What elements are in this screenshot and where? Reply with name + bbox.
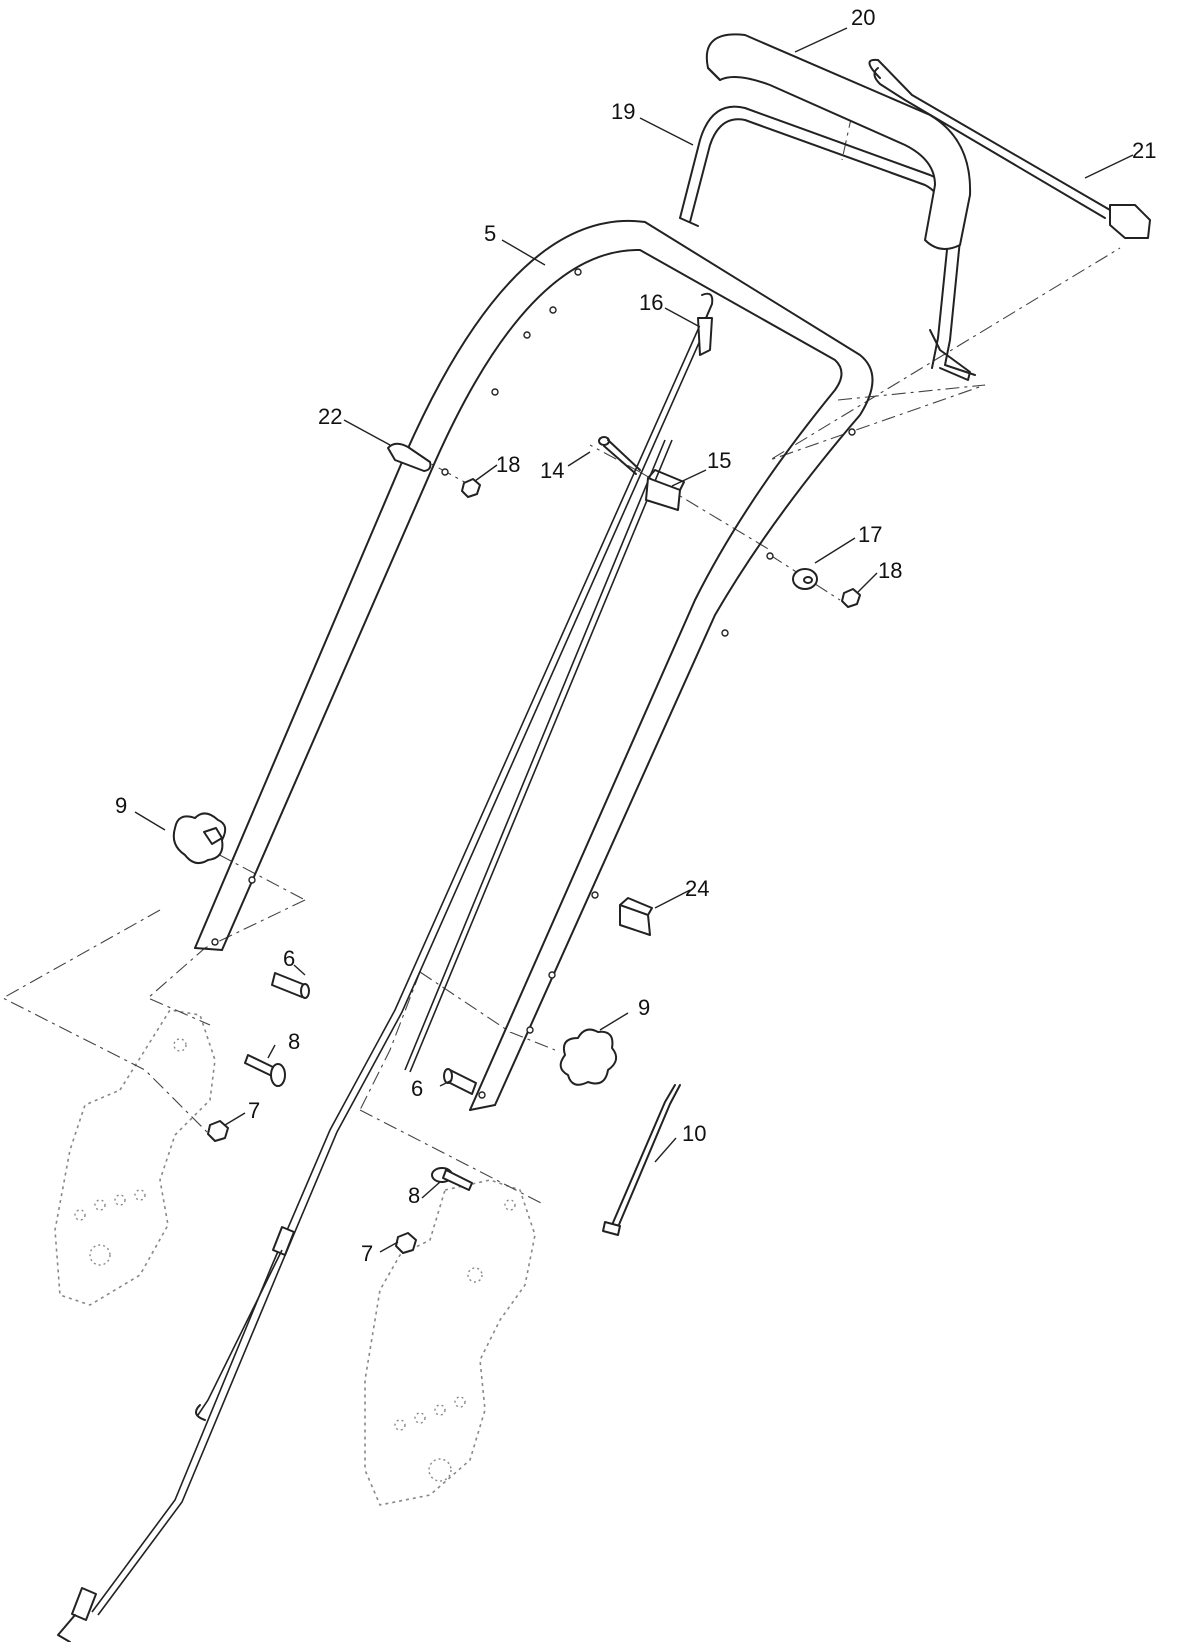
handle-grip (705, 33, 972, 250)
clip-24 (619, 897, 653, 936)
callout-21: 21 (1132, 138, 1156, 163)
callout-15: 15 (707, 448, 731, 473)
callout-9-left: 9 (115, 793, 127, 818)
right-mounting-bracket-ghost (364, 1179, 536, 1506)
nut-18-right (841, 588, 861, 608)
pin-6-right (443, 1068, 477, 1095)
callout-7-right: 7 (361, 1241, 373, 1266)
cable-tie (602, 1084, 681, 1236)
callout-14: 14 (540, 458, 564, 483)
callout-18-left: 18 (496, 452, 520, 477)
callout-labels: 20 19 21 5 16 22 18 14 15 17 18 9 24 6 9… (115, 5, 1156, 1266)
handle-frame (194, 219, 874, 1111)
callout-18-right: 18 (878, 558, 902, 583)
washer-17 (792, 568, 818, 590)
callout-6-left: 6 (283, 946, 295, 971)
callout-leaders (134, 27, 1134, 1253)
callout-17: 17 (858, 522, 882, 547)
pin-6-left (271, 972, 310, 999)
callout-7-left: 7 (248, 1098, 260, 1123)
bolt-8-right (431, 1167, 473, 1191)
callout-8-right: 8 (408, 1183, 420, 1208)
bolt-8-left (244, 1054, 286, 1087)
nut-7-left (207, 1120, 229, 1142)
callout-5: 5 (484, 221, 496, 246)
clip-22 (387, 442, 432, 472)
callout-10: 10 (682, 1121, 706, 1146)
callout-24: 24 (685, 876, 709, 901)
left-mounting-bracket-ghost (54, 1009, 216, 1306)
callout-16: 16 (639, 290, 663, 315)
callout-9-right: 9 (638, 995, 650, 1020)
nut-7-right (395, 1232, 417, 1254)
knob-9-right (559, 1028, 618, 1086)
cable-clip (645, 469, 685, 511)
control-rod (868, 58, 1151, 239)
callout-22: 22 (318, 404, 342, 429)
nut-18-left (461, 478, 481, 498)
brake-cable (57, 292, 714, 1642)
callout-6-right: 6 (411, 1076, 423, 1101)
callout-19: 19 (611, 99, 635, 124)
callout-20: 20 (851, 5, 875, 30)
knob-9-left (172, 812, 227, 865)
bolt-14 (598, 436, 641, 475)
callout-8-left: 8 (288, 1029, 300, 1054)
